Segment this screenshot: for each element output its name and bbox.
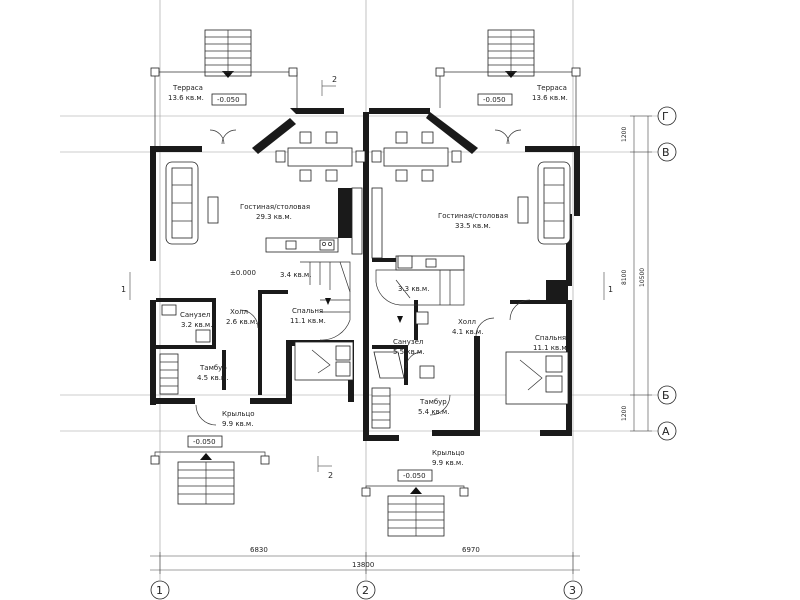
hall-left-area: 2.6 кв.м. <box>226 318 257 326</box>
living-left-name: Гостиная/столовая <box>240 203 310 211</box>
dim-bottom-total: 13800 <box>352 561 374 569</box>
porch-right-area: 9.9 кв.м. <box>432 459 463 467</box>
vestibule-left-stairs <box>159 353 179 395</box>
vestibule-right-name: Тамбур <box>419 398 447 406</box>
bed-right <box>505 351 569 405</box>
living-left-area: 29.3 кв.м. <box>256 213 292 221</box>
terrace-stairs-left <box>204 29 252 78</box>
bath-left-area: 3.2 кв.м. <box>181 321 212 329</box>
hall-right-name: Холл <box>458 318 476 326</box>
dim-right-total: 10500 <box>639 268 646 287</box>
porch-stairs-right <box>361 469 469 537</box>
terrace-left-area: 13.6 кв.м. <box>168 94 204 102</box>
dining-table-right <box>371 131 462 182</box>
bath-left-name: Санузел <box>180 311 210 319</box>
terrace-left-level-box <box>211 93 247 106</box>
terrace-stairs-right <box>487 29 535 78</box>
terrace-right-area: 13.6 кв.м. <box>532 94 568 102</box>
bath-right-name: Санузел <box>393 338 423 346</box>
section-mark-labels: 1 1 2 2 <box>121 75 613 480</box>
terrace-right-name: Терраса <box>536 84 567 92</box>
bedroom-right-name: Спальня <box>535 334 566 342</box>
porch-right-level: -0.050 <box>403 472 426 480</box>
dim-right-bottom: 1200 <box>621 406 628 421</box>
vestibule-right-stairs <box>371 387 391 429</box>
dining-table-left <box>275 131 366 182</box>
bedroom-right-area: 11.1 кв.м. <box>533 344 569 352</box>
axis-col-3: 3 <box>569 584 576 597</box>
axis-row-v: В <box>662 146 670 159</box>
terrace-right-level: -0.050 <box>483 96 506 104</box>
doors <box>195 129 531 426</box>
room-labels: Терраса 13.6 кв.м. -0.050 Терраса 13.6 к… <box>168 84 569 480</box>
terrace-left-level: -0.050 <box>217 96 240 104</box>
sofa-left <box>165 161 219 245</box>
bath-fixtures-left <box>161 304 211 343</box>
axis-grid <box>60 0 660 580</box>
porch-left-level: -0.050 <box>193 438 216 446</box>
axis-row-g: Г <box>662 110 669 123</box>
dim-right-middle: 8100 <box>621 270 628 285</box>
dim-right-top: 1200 <box>621 127 628 142</box>
terrace-right-level-box <box>477 93 513 106</box>
stair-right-area: 3.3 кв.м. <box>398 285 429 293</box>
vestibule-right-area: 5.4 кв.м. <box>418 408 449 416</box>
dimension-labels: 6830 6970 13800 1200 8100 1200 10500 <box>250 127 646 569</box>
bath-fixtures-right <box>373 311 435 379</box>
bedroom-left-area: 11.1 кв.м. <box>290 317 326 325</box>
section-1-right: 1 <box>608 285 613 294</box>
bed-left <box>294 341 354 381</box>
bedroom-left-name: Спальня <box>292 307 323 315</box>
porch-right-name: Крыльцо <box>432 449 465 457</box>
kitchen-right <box>371 187 465 271</box>
section-marks <box>129 80 605 472</box>
bath-right-area: 5.5 кв.м. <box>393 348 424 356</box>
dim-bottom-right: 6970 <box>462 546 480 554</box>
axis-col-1: 1 <box>156 584 163 597</box>
sofa-right <box>517 161 571 245</box>
dim-bottom-left: 6830 <box>250 546 268 554</box>
porch-stairs-left <box>150 435 270 505</box>
section-1-left: 1 <box>121 285 126 294</box>
vestibule-left-area: 4.5 кв.м. <box>197 374 228 382</box>
living-right-name: Гостиная/столовая <box>438 212 508 220</box>
axis-labels: 1 2 3 Г В Б А <box>156 110 670 597</box>
exterior-walls <box>150 108 580 441</box>
living-right-area: 33.5 кв.м. <box>455 222 491 230</box>
terrace-outline-left <box>150 67 298 152</box>
stair-right <box>375 269 465 323</box>
kitchen-left <box>265 187 363 255</box>
axis-bubbles <box>150 106 677 600</box>
porch-left-name: Крыльцо <box>222 410 255 418</box>
axis-row-b: Б <box>662 389 670 402</box>
stair-left-area: 3.4 кв.м. <box>280 271 311 279</box>
terrace-outline-right <box>435 67 581 152</box>
vestibule-left-name: Тамбур <box>199 364 227 372</box>
section-2-top: 2 <box>332 75 337 84</box>
terrace-left-name: Терраса <box>172 84 203 92</box>
hall-left-name: Холл <box>230 308 248 316</box>
porch-left-area: 9.9 кв.м. <box>222 420 253 428</box>
level-zero: ±0.000 <box>230 269 256 277</box>
section-2-bottom: 2 <box>328 471 333 480</box>
stair-left <box>300 261 351 341</box>
axis-row-a: А <box>662 425 670 438</box>
dimension-lines <box>150 115 652 574</box>
axis-col-2: 2 <box>362 584 369 597</box>
hall-right-area: 4.1 кв.м. <box>452 328 483 336</box>
